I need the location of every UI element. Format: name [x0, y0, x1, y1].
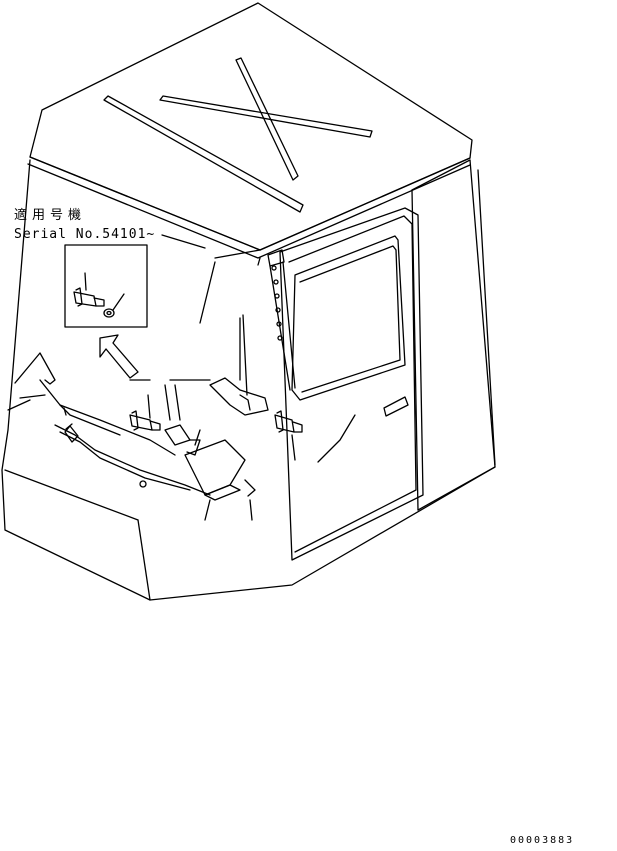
applicable-serial-label: 適用号機 [14, 208, 87, 223]
serial-number-label: Serial No.54101~ [14, 227, 156, 242]
cab-roof [27, 2, 473, 259]
serial-leader [161, 234, 206, 249]
harness-assembly [14, 352, 303, 521]
inset-detail-box [64, 244, 148, 328]
document-code: 00003883 [510, 835, 575, 846]
cab-body [1, 159, 496, 601]
front-pillar [199, 249, 261, 396]
inset-arrow [99, 334, 139, 379]
cab-door [267, 207, 424, 561]
